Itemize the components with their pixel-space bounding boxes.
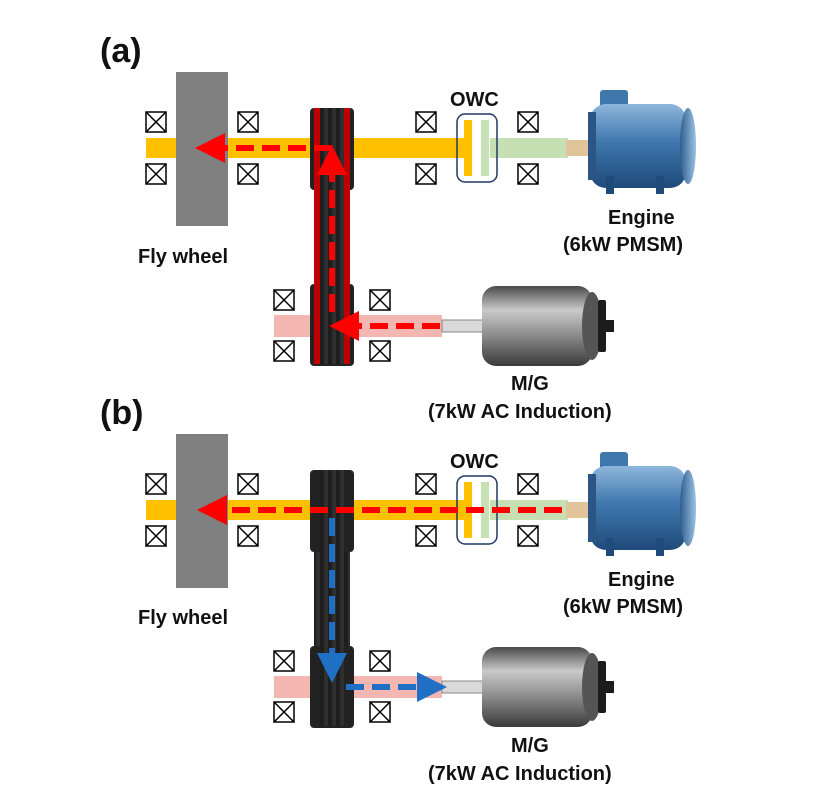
belt-edge-left xyxy=(314,108,320,364)
owc-label: OWC xyxy=(450,89,499,111)
bearing xyxy=(273,701,295,723)
bearing xyxy=(145,473,167,495)
mg-output-shaft xyxy=(441,319,485,333)
bearing xyxy=(273,340,295,362)
bearing xyxy=(145,525,167,547)
mg-spec-label: (7kW AC Induction) xyxy=(428,401,612,423)
flywheel-label: Fly wheel xyxy=(138,246,228,268)
engine-motor xyxy=(588,452,696,556)
bearing xyxy=(517,525,539,547)
panel-b: (b) OWC Fly wheel xyxy=(100,394,696,785)
bearing xyxy=(237,473,259,495)
owc-output-disc xyxy=(481,120,489,176)
bearing xyxy=(517,473,539,495)
engine-spec-label: (6kW PMSM) xyxy=(563,596,683,618)
panel-label: (a) xyxy=(100,32,142,70)
mg-motor xyxy=(482,286,614,366)
engine-coupling-shaft xyxy=(490,138,568,158)
engine-output-shaft xyxy=(566,502,592,518)
bearing xyxy=(415,163,437,185)
owc-output-disc xyxy=(481,482,489,538)
bearing xyxy=(237,111,259,133)
flywheel-label: Fly wheel xyxy=(138,607,228,629)
bearing xyxy=(273,650,295,672)
engine-motor xyxy=(588,90,696,194)
engine-label: Engine xyxy=(608,207,675,229)
engine-label: Engine xyxy=(608,569,675,591)
bearing xyxy=(273,289,295,311)
bearing xyxy=(415,525,437,547)
bearing xyxy=(369,650,391,672)
mg-label: M/G xyxy=(511,373,549,395)
bearing xyxy=(369,701,391,723)
engine-output-shaft xyxy=(566,140,592,156)
bearing xyxy=(415,473,437,495)
mg-motor xyxy=(482,647,614,727)
bearing xyxy=(369,340,391,362)
bearing xyxy=(517,111,539,133)
bearing xyxy=(237,525,259,547)
owc-frame xyxy=(456,113,498,183)
mg-output-shaft xyxy=(441,680,485,694)
mg-label: M/G xyxy=(511,735,549,757)
bearing xyxy=(369,289,391,311)
owc-input-disc xyxy=(464,120,472,176)
owc-label: OWC xyxy=(450,451,499,473)
panel-label: (b) xyxy=(100,394,143,432)
bearing xyxy=(145,163,167,185)
mg-spec-label: (7kW AC Induction) xyxy=(428,763,612,785)
panel-a: (a) OWC Fly wheel xyxy=(100,32,696,423)
bearing xyxy=(415,111,437,133)
engine-spec-label: (6kW PMSM) xyxy=(563,234,683,256)
belt-edge-right xyxy=(344,108,350,364)
bearing xyxy=(517,163,539,185)
bearing xyxy=(145,111,167,133)
bearing xyxy=(237,163,259,185)
